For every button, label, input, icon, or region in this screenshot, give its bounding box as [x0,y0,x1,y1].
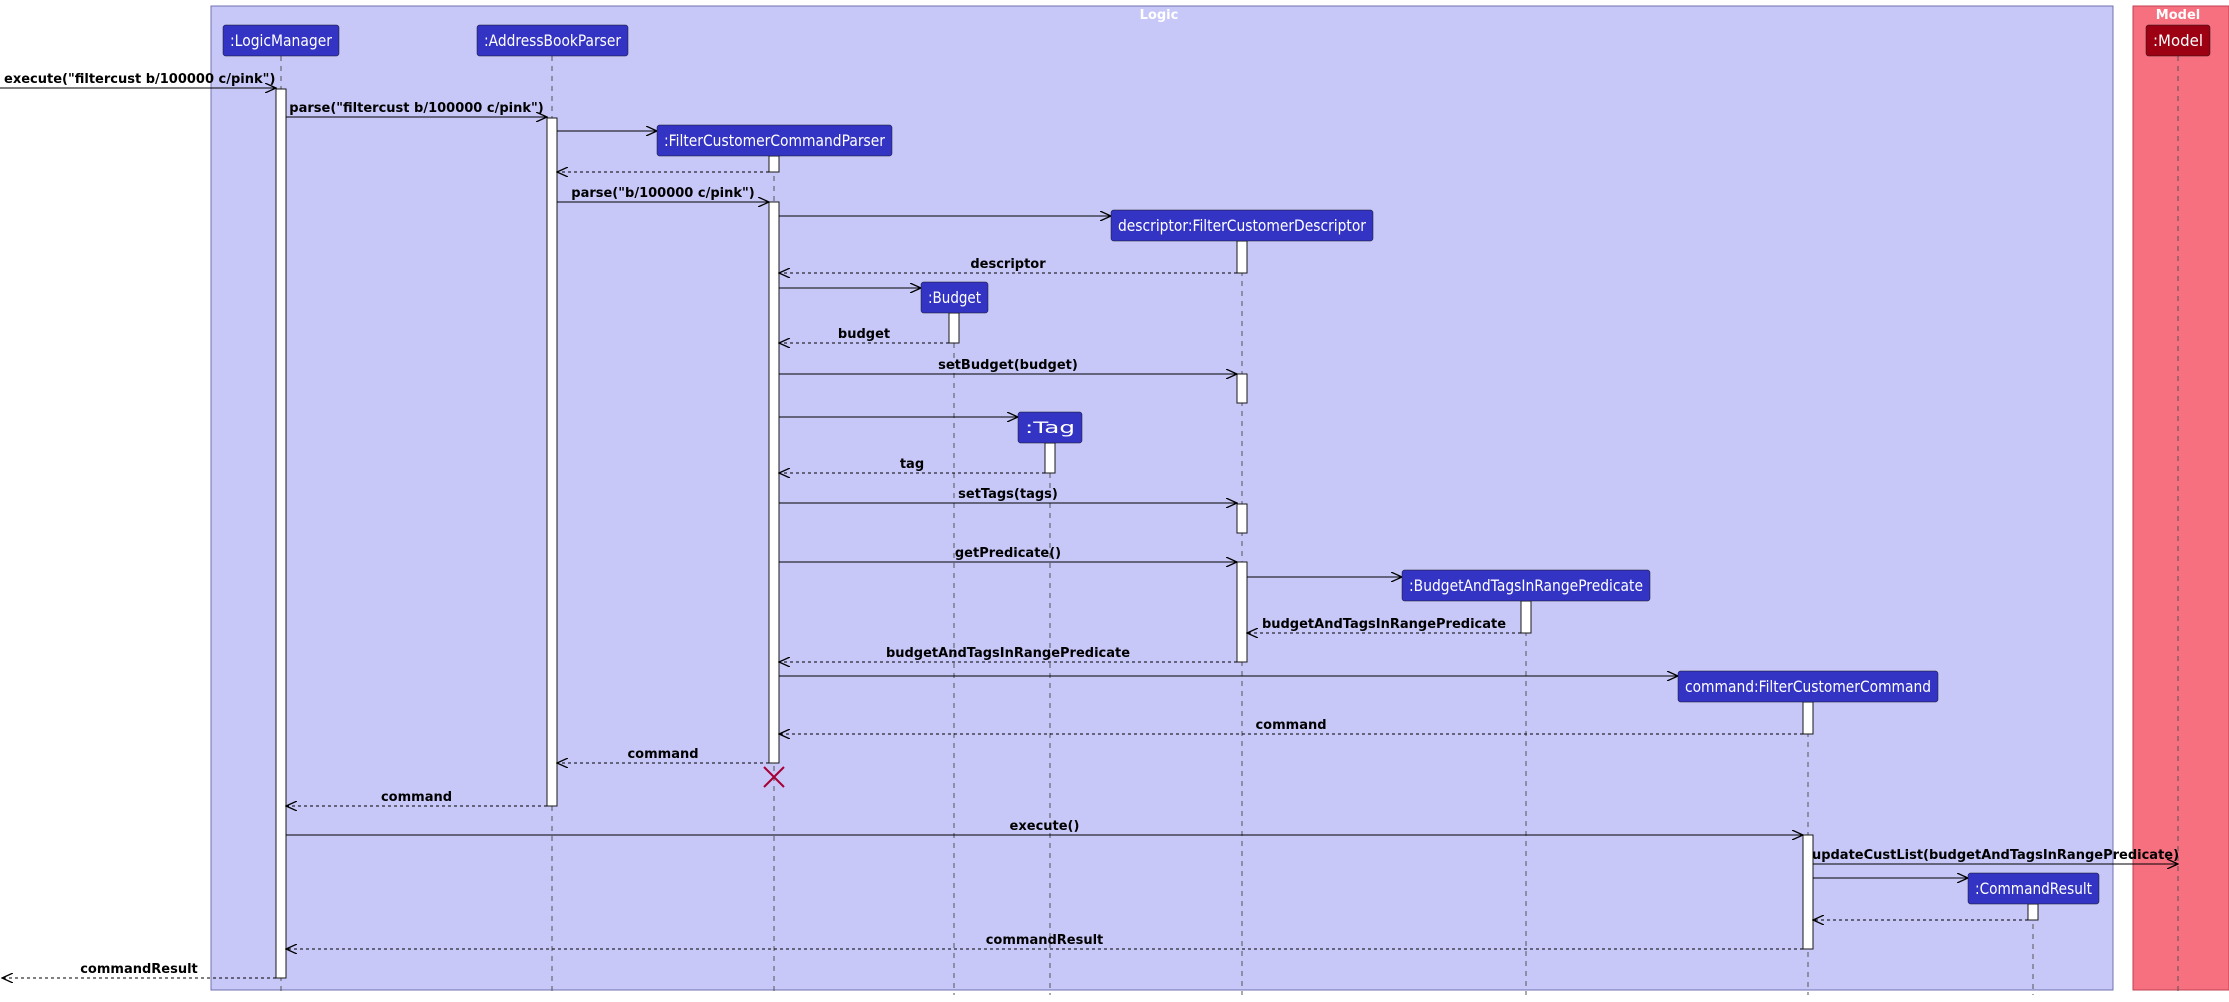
activation-bar [1236,503,1248,534]
message-label: execute("filtercust b/100000 c/pink") [4,72,275,87]
message-label: setTags(tags) [958,487,1058,502]
activation-bar [1236,561,1248,663]
message-label: budgetAndTagsInRangePredicate [1262,617,1506,632]
participant-box [656,124,893,157]
message-arrow: tag [779,457,1045,473]
message-arrow: commandResult [2,962,276,978]
activation-bar [1236,373,1248,404]
activation-bar [546,117,558,807]
message-label: setBudget(budget) [938,358,1078,373]
participant-command: command:FilterCustomerCommand [1677,670,1939,703]
activation-bar [1236,240,1248,274]
message-label: getPredicate() [955,546,1061,561]
participant-box [476,24,629,57]
participant-command-result: :CommandResult [1967,872,2100,905]
activation-bar [948,312,960,344]
participant-tag: :Tag [1017,411,1083,444]
message-arrow: getPredicate() [779,546,1237,562]
participant-label: command:FilterCustomerCommand [1685,677,1931,696]
activation-bar [1802,701,1814,735]
message-arrow: budgetAndTagsInRangePredicate [1247,617,1521,633]
message-label: command [627,747,698,762]
participant-predicate: :BudgetAndTagsInRangePredicate [1401,569,1651,602]
message-arrow: command [286,790,547,806]
message-arrow: parse("b/100000 c/pink") [557,186,769,202]
message-label: tag [900,457,924,472]
activation-bar [275,88,287,979]
participant-box [2145,24,2211,57]
participant-box [1677,670,1939,703]
participant-filter-customer-command-parser: :FilterCustomerCommandParser [656,124,893,157]
message-label: descriptor [970,257,1046,272]
message-arrow: updateCustList(budgetAndTagsInRangePredi… [1812,848,2179,864]
participant-box [1401,569,1651,602]
participant-label: :Budget [928,288,981,307]
message-label: commandResult [80,962,198,977]
activation-bar [2027,903,2039,921]
message-arrow: command [779,718,1803,734]
message-arrow: setTags(tags) [779,487,1237,503]
participant-box [1967,872,2100,905]
participant-model: :Model [2145,24,2211,57]
model-frame-title: Model [2156,8,2200,23]
participant-label: :CommandResult [1975,879,2092,898]
participant-box [1110,209,1374,242]
message-arrow: budget [779,327,949,343]
participant-label: :BudgetAndTagsInRangePredicate [1409,576,1643,595]
participant-label: :FilterCustomerCommandParser [664,131,885,150]
participant-box [222,24,340,57]
message-label: parse("b/100000 c/pink") [571,186,754,201]
participant-descriptor: descriptor:FilterCustomerDescriptor [1110,209,1374,242]
message-label: budget [838,327,890,342]
activation-bar [1520,600,1532,634]
message-label: updateCustList(budgetAndTagsInRangePredi… [1812,848,2179,863]
message-label: command [1255,718,1326,733]
participant-box [1017,411,1083,444]
message-label: command [381,790,452,805]
participant-logic-manager: :LogicManager [222,24,340,57]
participant-label: :LogicManager [230,31,332,50]
participant-label: :Model [2153,31,2203,50]
logic-frame [210,5,2114,991]
destroy-x-icon [763,766,785,788]
participant-budget: :Budget [920,281,989,314]
activation-bar [1044,442,1056,474]
logic-frame-title: Logic [1140,8,1179,23]
message-arrow: budgetAndTagsInRangePredicate [779,646,1237,662]
participant-box [920,281,989,314]
message-arrow: command [557,747,769,763]
message-arrow: execute() [286,819,1803,835]
message-label: budgetAndTagsInRangePredicate [886,646,1130,661]
participant-address-book-parser: :AddressBookParser [476,24,629,57]
activation-bar [1802,834,1814,950]
message-arrow: descriptor [779,257,1237,273]
message-arrow: execute("filtercust b/100000 c/pink") [0,72,276,88]
activation-bar [768,201,780,764]
activation-bar [768,155,780,173]
participant-label: descriptor:FilterCustomerDescriptor [1118,216,1366,235]
model-frame [2132,5,2229,991]
message-arrow: setBudget(budget) [779,358,1237,374]
message-label: commandResult [986,933,1104,948]
message-label: execute() [1010,819,1080,834]
participant-label: :Tag [1025,418,1075,437]
message-arrow: parse("filtercust b/100000 c/pink") [286,101,547,117]
participant-label: :AddressBookParser [484,31,621,50]
message-arrow: commandResult [286,933,1803,949]
message-label: parse("filtercust b/100000 c/pink") [289,101,543,116]
